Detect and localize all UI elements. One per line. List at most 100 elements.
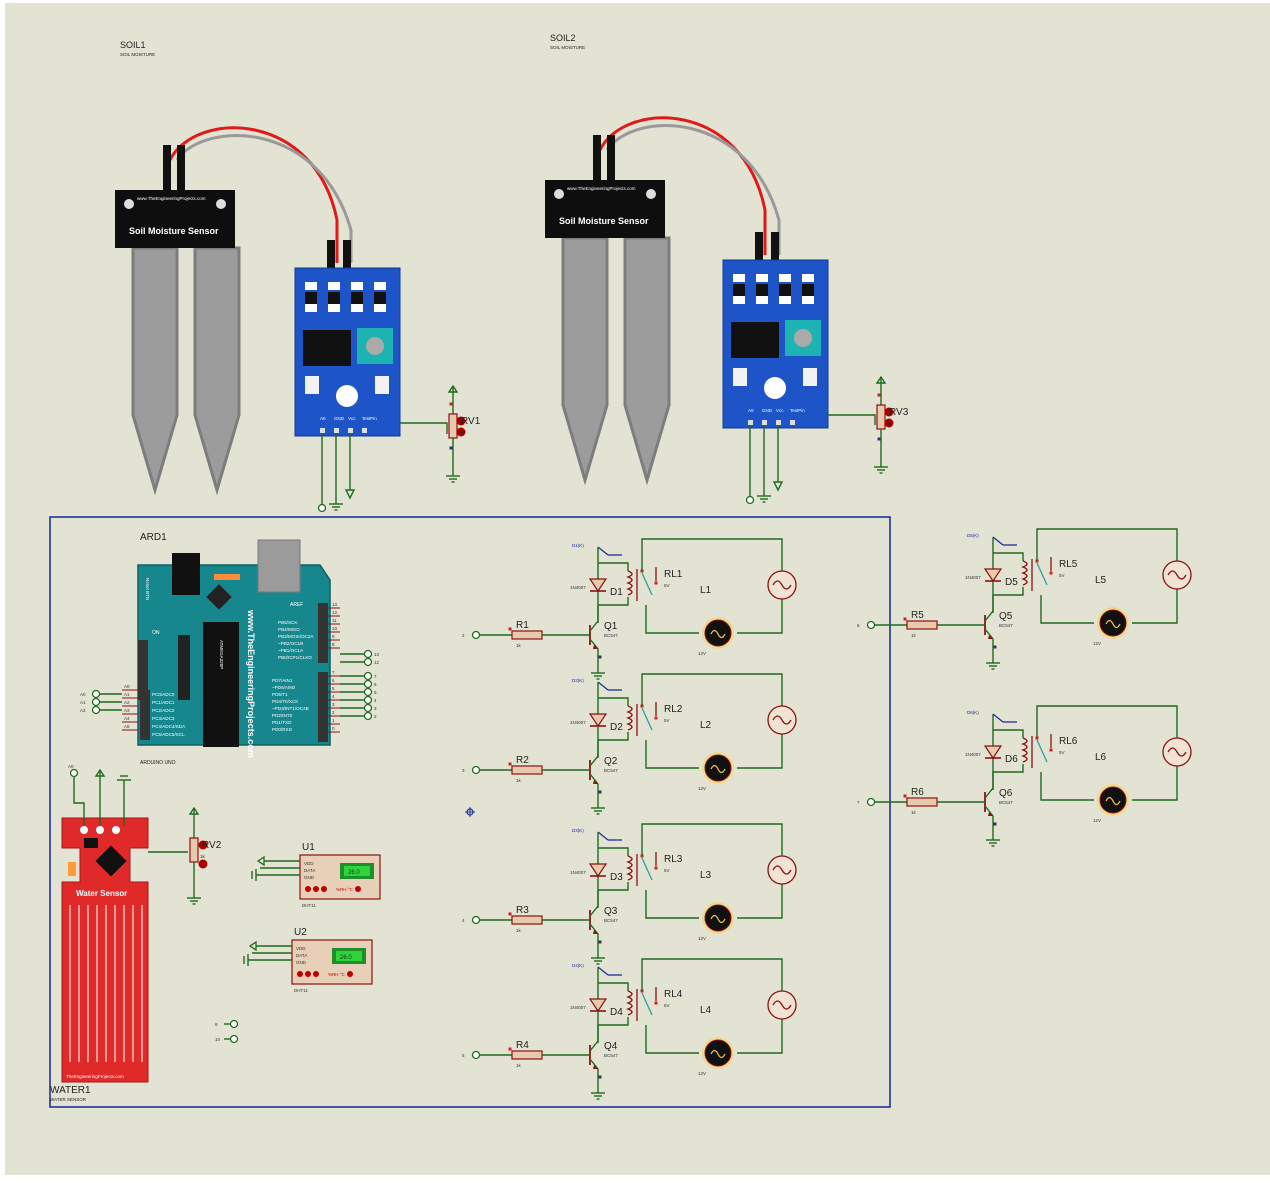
input-label: 7 <box>857 800 860 805</box>
smd-pad <box>328 282 340 290</box>
supply-label: D3(K) <box>572 828 584 833</box>
screw-hole <box>124 199 134 209</box>
module-header <box>343 240 351 270</box>
lamp-ref: L1 <box>700 585 712 596</box>
pin-marker <box>993 645 997 649</box>
dht-button <box>321 886 327 892</box>
ground-icon <box>591 665 605 680</box>
pot-value: 1k <box>200 854 206 859</box>
lamp-filament <box>1105 796 1121 806</box>
net-label: 7 <box>374 674 377 679</box>
relay-voltage: 5V <box>664 583 670 588</box>
terminal-icon <box>471 630 481 640</box>
terminal-icon <box>91 697 101 707</box>
digital-header-bottom <box>318 672 328 742</box>
net-label: A1 <box>80 700 86 705</box>
dht-pin-label: DATA <box>296 953 307 958</box>
sensor-cable-grey <box>605 124 781 255</box>
emitter-arrow <box>593 645 598 649</box>
wire-load <box>1036 528 1178 563</box>
pin-marker <box>598 655 602 659</box>
input-label: 4 <box>462 918 465 923</box>
diode-icon <box>588 713 608 728</box>
probe-connector <box>607 135 615 183</box>
pin-number: 5 <box>332 686 335 691</box>
wire-collector <box>984 772 994 799</box>
probe-brand: www.TheEngineeringProjects.com <box>137 196 206 201</box>
relay-contact <box>641 992 653 1016</box>
net-label: 2 <box>374 714 377 719</box>
digital-pin-label: PD1/TXD <box>272 720 292 725</box>
pin-marker <box>654 866 658 870</box>
analog-pin-label: PC1/ADC1 <box>152 700 175 705</box>
wire-load <box>1040 772 1094 801</box>
pin-number: 0 <box>332 726 335 731</box>
supply-arrow-icon <box>992 713 1004 723</box>
ground-icon <box>329 496 343 511</box>
wire-load <box>645 740 699 769</box>
comparator-ic <box>731 322 779 358</box>
arduino-ref: ARD1 <box>140 532 167 543</box>
net-label: A2 <box>80 708 86 713</box>
relay-ref: RL4 <box>664 989 683 1000</box>
potentiometer <box>448 413 458 439</box>
regulator <box>178 635 190 700</box>
on-label: ON <box>152 630 160 636</box>
wire-signal <box>73 770 85 826</box>
module-pin <box>320 428 325 433</box>
pin-number: 11 <box>332 618 337 623</box>
relay-ref: RL5 <box>1059 559 1078 570</box>
transistor-part: BC547 <box>604 768 618 773</box>
ground-icon <box>591 950 605 965</box>
ground-icon <box>591 800 605 815</box>
probe-label: Soil Moisture Sensor <box>129 226 219 236</box>
probe-brand: www.TheEngineeringProjects.com <box>567 186 636 191</box>
pin-number: 1 <box>332 718 335 723</box>
pin-marker <box>903 794 907 798</box>
terminal-icon <box>363 711 373 721</box>
atmega-label: ATMEGA328P <box>219 640 224 669</box>
terminal-icon <box>363 687 373 697</box>
diode-part: 1N4007 <box>570 870 586 875</box>
wire-load <box>641 673 783 708</box>
input-label: 2 <box>462 633 465 638</box>
lamp-voltage: 12V <box>698 936 706 941</box>
header-pin <box>96 826 104 834</box>
wire-coil <box>598 697 629 706</box>
power-header <box>138 640 148 700</box>
mount-hole <box>336 385 358 407</box>
lamp-ref: L4 <box>700 1005 712 1016</box>
terminal-icon <box>363 703 373 713</box>
power-head <box>188 806 200 815</box>
resistor-value: 1k <box>911 810 917 815</box>
analog-pin-label: PC3/ADC3 <box>152 716 175 721</box>
supply-label: D5(K) <box>967 533 979 538</box>
dht-button <box>297 971 303 977</box>
power-arrow-icon <box>94 768 106 782</box>
module-header <box>771 232 779 262</box>
diode-ref: D2 <box>610 722 623 733</box>
pin-marker <box>598 1075 602 1079</box>
screw-hole <box>554 189 564 199</box>
relay-contact <box>641 857 653 881</box>
pin-number: 13 <box>332 602 338 607</box>
water-label: Water Sensor <box>76 889 127 898</box>
relay-ref: RL2 <box>664 704 683 715</box>
wire-coil <box>598 732 629 741</box>
potentiometer <box>876 404 886 430</box>
relay-contact <box>641 572 653 596</box>
diode-ref: D3 <box>610 872 623 883</box>
analog-pin-label: PC0/ADC0 <box>152 692 175 697</box>
supply-label: D6(K) <box>967 710 979 715</box>
module-header <box>755 232 763 262</box>
pot-knob <box>884 418 894 428</box>
dht-ref: U1 <box>302 842 315 853</box>
sheet-frame <box>49 516 891 1108</box>
wire-collector <box>589 1025 599 1052</box>
resistor-ref: R1 <box>516 620 529 631</box>
module-pin <box>348 428 353 433</box>
lamp-voltage: 12V <box>698 1071 706 1076</box>
reset-label: Reset BTN <box>145 578 150 600</box>
pot-value: 1k <box>459 430 465 435</box>
